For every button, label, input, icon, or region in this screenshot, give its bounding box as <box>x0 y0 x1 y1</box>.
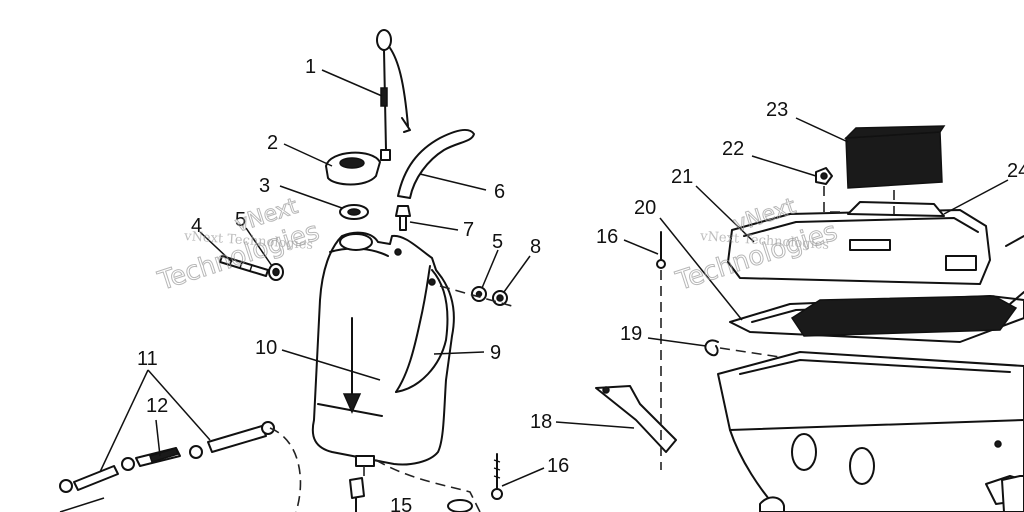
tank-outlet-fitting <box>349 455 375 512</box>
vent-fitting <box>395 205 411 231</box>
callout-8: 8 <box>530 236 541 258</box>
callout-22: 22 <box>722 138 744 160</box>
cap-gasket <box>339 204 369 220</box>
callout-21: 21 <box>671 166 693 188</box>
callout-11: 11 <box>137 348 158 370</box>
airbox-side-part <box>1001 475 1024 512</box>
vent-hose <box>397 128 475 199</box>
callout-18: 18 <box>530 411 552 433</box>
knob-axis <box>823 186 846 213</box>
tank-nut <box>492 290 508 306</box>
tank-washer-right <box>471 286 487 302</box>
routing-line-left <box>269 427 302 512</box>
callout-16-lower: 16 <box>547 455 569 477</box>
callout-4: 4 <box>191 215 202 237</box>
leader-lines <box>59 69 1009 512</box>
filter-element <box>790 295 1018 337</box>
airbox-cutoff-edge <box>1005 235 1024 305</box>
lower-bolt <box>447 453 503 512</box>
routing-line-tank <box>363 459 481 512</box>
callout-15: 15 <box>390 495 412 512</box>
callout-16-upper: 16 <box>596 226 618 248</box>
callout-7: 7 <box>463 219 474 241</box>
oil-line-assembly <box>59 421 275 493</box>
callout-labels: 1 2 3 4 5 6 7 5 8 9 10 11 12 15 16 16 18… <box>137 56 1024 512</box>
callout-9: 9 <box>490 342 501 364</box>
watermark-right: vNext Technologies vNext Technologies <box>671 193 841 297</box>
callout-20: 20 <box>634 197 656 219</box>
callout-3: 3 <box>259 175 270 197</box>
callout-5-left: 5 <box>235 209 246 231</box>
airbox-base <box>717 351 1024 512</box>
callout-1: 1 <box>305 56 316 78</box>
callout-12: 12 <box>146 395 168 417</box>
retaining-clip <box>704 339 719 357</box>
mounting-axis-tank <box>439 285 513 307</box>
callout-19: 19 <box>620 323 642 345</box>
callout-6: 6 <box>494 181 505 203</box>
foam-prefilter <box>844 125 946 189</box>
airbox-lid <box>727 201 991 285</box>
callout-23: 23 <box>766 99 788 121</box>
dipstick <box>376 29 411 161</box>
airbox-bracket <box>595 385 677 453</box>
callout-2: 2 <box>267 132 278 154</box>
airbox-bolt <box>656 231 666 470</box>
lid-knob <box>815 167 833 185</box>
callout-5-right: 5 <box>492 231 503 253</box>
tank-washer-left <box>268 263 284 281</box>
callout-24: 24 <box>1007 160 1024 182</box>
tank-cap <box>325 151 381 186</box>
oil-tank <box>311 231 455 466</box>
callout-10: 10 <box>255 337 277 359</box>
